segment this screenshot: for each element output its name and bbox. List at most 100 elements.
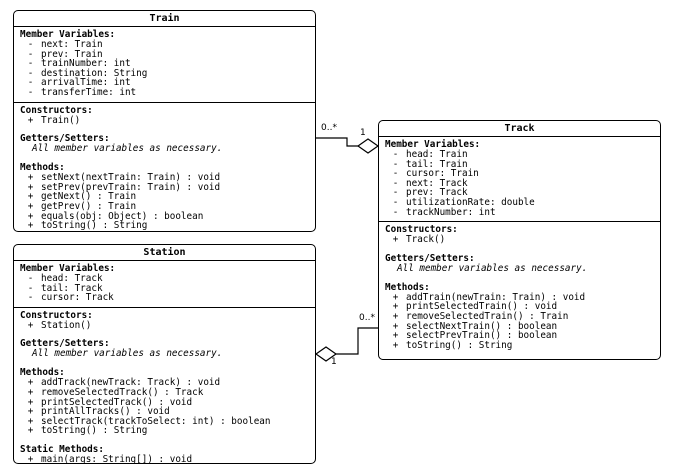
class-entry: -cursor: Train: [385, 169, 656, 179]
entry-text: selectNextTrain() : boolean: [406, 320, 558, 332]
visibility-symbol: +: [27, 191, 34, 203]
visibility-symbol: -: [392, 206, 399, 218]
getset-note: All member variables as necessary.: [397, 262, 588, 274]
entry-text: tail: Train: [406, 158, 468, 170]
class-entry: +addTrack(newTrack: Track) : void: [20, 378, 311, 388]
visibility-symbol: +: [392, 234, 399, 246]
class-entry: +getNext() : Train: [20, 192, 311, 202]
entry-text: selectPrevTrain() : boolean: [406, 330, 558, 342]
entry-text: setPrev(prevTrain: Train) : void: [41, 181, 221, 193]
entry-text: toString() : String: [41, 220, 148, 232]
section-header: Constructors:: [20, 309, 93, 321]
entry-text: trackNumber: int: [406, 206, 496, 218]
class-entry: +setNext(nextTrain: Train) : void: [20, 173, 311, 183]
entry-text: head: Track: [41, 273, 103, 284]
class-entry: +Train(): [20, 114, 311, 126]
class-entry: -prev: Train: [20, 48, 311, 60]
aggregation-diamond-track: [356, 138, 380, 154]
class-entry: -transferTime: int: [20, 88, 311, 98]
entry-text: printSelectedTrain() : void: [406, 301, 558, 313]
class-entry: -cursor: Track: [20, 293, 311, 303]
class-entry: -head: Track: [20, 274, 311, 284]
entry-text: tail: Track: [41, 282, 103, 294]
operations-section: Constructors: +Train() Getters/Setters: …: [14, 103, 315, 235]
class-entry: -prev: Track: [385, 188, 656, 198]
member-list: -head: Train-tail: Train-cursor: Train-n…: [385, 150, 656, 217]
visibility-symbol: +: [27, 114, 34, 126]
entry-text: printAllTracks() : void: [41, 406, 170, 418]
operations-section: Constructors: +Station() Getters/Setters…: [14, 308, 315, 469]
class-entry: + printSelectedTrain() : void: [385, 302, 656, 312]
class-title: Train: [14, 11, 315, 27]
class-train: Train Member Variables: -next: Train-pre…: [13, 10, 316, 232]
member-list: -next: Train-prev: Train-trainNumber: in…: [20, 40, 311, 98]
visibility-symbol: -: [27, 67, 34, 79]
section-header: Methods:: [20, 367, 65, 379]
getset-note: All member variables as necessary.: [32, 348, 223, 360]
visibility-symbol: -: [392, 187, 399, 199]
visibility-symbol: -: [392, 177, 399, 189]
section-header: Member Variables:: [385, 139, 481, 150]
constructor-list: +Station(): [20, 321, 311, 331]
class-entry: + Track(): [385, 235, 656, 245]
class-entry: -next: Track: [385, 179, 656, 189]
multiplicity-train-end: 0..*: [321, 123, 337, 133]
visibility-symbol: -: [392, 158, 399, 170]
entry-text: selectTrack(trackToSelect: int) : boolea…: [41, 415, 271, 427]
visibility-symbol: -: [392, 168, 399, 180]
member-variables-section: Member Variables: -head: Track-tail: Tra…: [14, 261, 315, 308]
visibility-symbol: -: [27, 282, 34, 294]
class-entry: +setPrev(prevTrain: Train) : void: [20, 183, 311, 193]
getset-note: All member variables as necessary.: [32, 143, 223, 155]
entry-text: Track(): [406, 234, 446, 246]
train-track-connector: [316, 137, 358, 147]
class-title: Station: [14, 245, 315, 261]
entry-text: equals(obj: Object) : boolean: [41, 210, 204, 222]
visibility-symbol: +: [392, 330, 399, 342]
entry-text: printSelectedTrack() : void: [41, 396, 193, 408]
section-header: Methods:: [385, 281, 430, 293]
entry-text: toString() : String: [41, 425, 148, 437]
class-station: Station Member Variables: -head: Track-t…: [13, 244, 316, 464]
visibility-symbol: +: [27, 319, 34, 331]
section-header: Constructors:: [385, 224, 458, 236]
visibility-symbol: -: [392, 149, 399, 160]
class-entry: +removeSelectedTrain() : Train: [385, 312, 656, 322]
visibility-symbol: +: [392, 339, 399, 351]
entry-text: prev: Train: [41, 48, 103, 60]
entry-text: getPrev() : Train: [41, 200, 137, 212]
class-entry: + main(args: String[]) : void: [20, 455, 311, 465]
class-entry: + toString() : String: [20, 426, 311, 436]
class-track: Track Member Variables: -head: Train-tai…: [378, 120, 661, 360]
visibility-symbol: +: [392, 301, 399, 313]
class-entry: + printSelectedTrack() : void: [20, 396, 311, 408]
entry-text: arrivalTime: int: [41, 77, 131, 89]
class-entry: -utilizationRate: double: [385, 198, 656, 208]
visibility-symbol: +: [27, 396, 34, 408]
visibility-symbol: +: [27, 453, 34, 465]
class-entry: -next: Train: [20, 40, 311, 50]
visibility-symbol: +: [392, 310, 399, 322]
entry-text: main(args: String[]) : void: [41, 453, 193, 465]
class-entry: +removeSelectedTrack() : Track: [20, 388, 311, 398]
entry-text: next: Train: [41, 39, 103, 50]
class-entry: +selectNextTrain() : boolean: [385, 320, 656, 332]
entry-text: cursor: Train: [406, 168, 479, 180]
multiplicity-track-end-1: 1: [360, 128, 366, 138]
visibility-symbol: -: [27, 86, 34, 98]
visibility-symbol: +: [27, 425, 34, 437]
section-header: Static Methods:: [20, 443, 104, 455]
visibility-symbol: +: [392, 291, 399, 303]
class-entry: +toString() : String: [20, 221, 311, 231]
static-method-list: + main(args: String[]) : void: [20, 455, 311, 465]
member-list: -head: Track-tail: Track-cursor: Track: [20, 274, 311, 303]
member-variables-section: Member Variables: -head: Train-tail: Tra…: [379, 137, 660, 223]
visibility-symbol: +: [27, 200, 34, 212]
visibility-symbol: -: [27, 273, 34, 284]
class-entry: +printAllTracks() : void: [20, 407, 311, 417]
section-header: Getters/Setters:: [385, 252, 475, 264]
operations-section: Constructors: +Track() Getters/Setters: …: [379, 222, 660, 354]
method-list: +addTrack(newTrack: Track) : void+remove…: [20, 378, 311, 436]
method-list: +setNext(nextTrain: Train) : void+setPre…: [20, 173, 311, 231]
